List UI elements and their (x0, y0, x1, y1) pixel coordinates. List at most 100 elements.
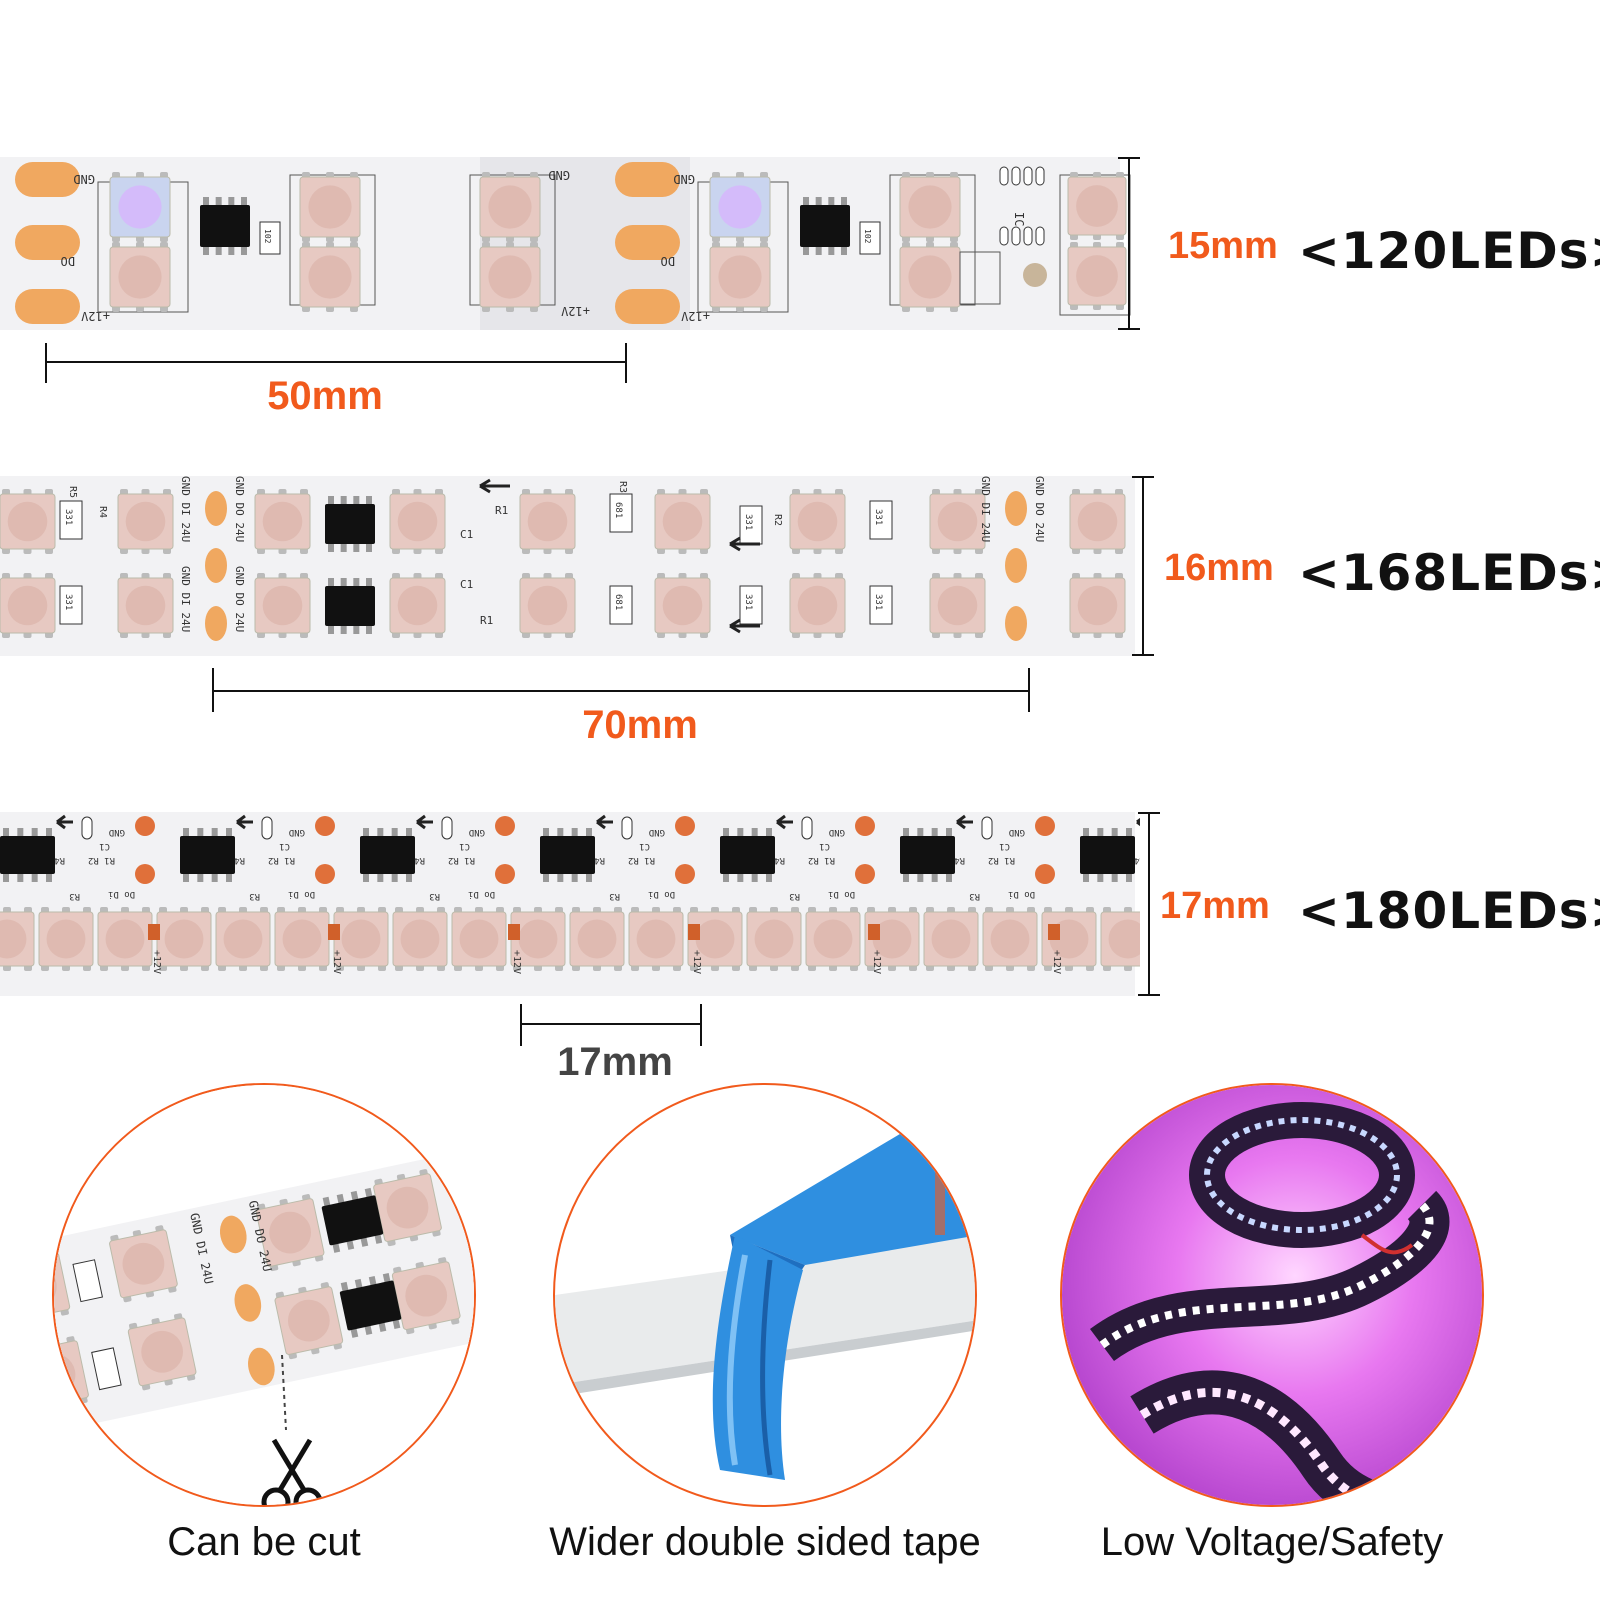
dodi-label: Do Di (468, 889, 495, 899)
do-label: DO (61, 254, 75, 268)
c1-label: C1 (999, 841, 1010, 851)
r3-label: R3 (617, 481, 628, 493)
pitch-bar-3 (520, 1023, 702, 1025)
gnd-label: GND (469, 827, 485, 837)
driver-ic (325, 496, 375, 552)
double-sided-tape-image (555, 1087, 975, 1480)
glowing-strip-photo (1062, 1085, 1482, 1505)
strip-leds (1099, 1202, 1434, 1349)
pitch-bar-2 (212, 690, 1030, 692)
driver-ic (540, 828, 595, 882)
gnd-di-label: GND DI 24U (179, 566, 192, 632)
led-chip (929, 489, 986, 554)
cap-pin (1023, 226, 1033, 246)
arrow-icon (776, 814, 793, 830)
r3-label: R3 (429, 891, 440, 901)
width-bar-1 (1128, 157, 1130, 330)
pitch-tick-3b (700, 1004, 702, 1046)
driver-ic (325, 578, 375, 634)
solder-pad (675, 816, 695, 836)
r3-label: R3 (609, 891, 620, 901)
led-chip (127, 1313, 197, 1391)
led-chip (789, 489, 846, 554)
r4-label: R4 (1134, 855, 1140, 865)
plus12-label: +12V (151, 950, 162, 974)
cap-pin (801, 816, 813, 840)
led-chip (0, 573, 56, 638)
solder-pad (1035, 864, 1055, 884)
gnd-di-label: GND DI 24U (979, 476, 992, 542)
solder-pad (135, 864, 155, 884)
gnd-do-label: GND DO 24U (233, 566, 246, 632)
c1-label: C1 (279, 841, 290, 851)
gnd-label: GND (649, 827, 665, 837)
led-count-1: <120LEDs> (1298, 222, 1600, 280)
solder-pad (205, 491, 227, 526)
led-chip (54, 1248, 71, 1321)
led-chip (255, 1194, 325, 1272)
led-chip (479, 242, 541, 312)
plus12-label: +12V (1051, 950, 1062, 974)
feature-glow-circle (1060, 1083, 1484, 1507)
resistor-label: 102 (863, 229, 872, 244)
dodi-label: Do Di (648, 889, 675, 899)
led-chip (109, 242, 171, 312)
r4-label: R4 (54, 855, 65, 865)
solder-pad (1005, 491, 1027, 526)
led-chip (0, 489, 56, 554)
cap-pin (1035, 166, 1045, 186)
led-chip (156, 907, 212, 971)
gnd-label: GND (673, 172, 695, 186)
gnd-do-label: GND DO 24U (1033, 476, 1046, 542)
led-chip (254, 489, 311, 554)
resistor-label: 331 (873, 509, 883, 525)
r4-label: R4 (97, 506, 108, 518)
cap-pin (441, 816, 453, 840)
led-chip (274, 907, 330, 971)
resistor-label: 331 (743, 514, 753, 530)
solder-blob (1023, 263, 1047, 287)
led-chip (510, 907, 566, 971)
solder-pad (615, 289, 680, 324)
led-chip (709, 172, 771, 242)
wire (1360, 1233, 1414, 1255)
gnd-do-label: GND DO 24U (233, 476, 246, 542)
solder-pad (855, 816, 875, 836)
led-chip (373, 1169, 442, 1247)
led-chip (299, 172, 361, 242)
led-chip (274, 1282, 344, 1360)
pitch-tick-2b (1028, 668, 1030, 712)
led-chip (479, 172, 541, 242)
r4-label: R4 (774, 855, 785, 865)
cap-pin (1011, 166, 1021, 186)
feature-caption-safety: Low Voltage/Safety (1100, 1520, 1444, 1564)
dodi-label: Do Di (288, 889, 315, 899)
resistor (72, 1259, 104, 1303)
led-chip (899, 242, 961, 312)
feature-tape-circle (553, 1083, 977, 1507)
driver-ic (800, 197, 850, 255)
r1r2-label: R1 R2 (628, 855, 655, 865)
ic-label: IC (1012, 212, 1026, 226)
led-chip (929, 573, 986, 638)
r1r2-label: R1 R2 (808, 855, 835, 865)
solder-pad (15, 289, 80, 324)
resistor (259, 221, 281, 255)
led-chip (0, 907, 35, 971)
solder-pad (15, 225, 80, 260)
c1-label: C1 (639, 841, 650, 851)
width-tick-2b (1132, 654, 1154, 656)
arrow-icon (56, 814, 73, 830)
led-chip (982, 907, 1038, 971)
led-chip (117, 489, 174, 554)
led-strip-168: GND DI 24U GND DO 24U GND DI 24U GND DO 24U… (0, 476, 1140, 656)
solder-pad (495, 816, 515, 836)
arrow-icon (956, 814, 973, 830)
r1-label: R1 (495, 504, 508, 517)
resistor-label: 681 (613, 594, 623, 610)
resistor-label: 331 (743, 594, 753, 610)
reel-leds (1204, 1117, 1400, 1233)
driver-ic (339, 1272, 402, 1338)
pitch-tick-2a (212, 668, 214, 712)
gnd-label: GND (289, 827, 305, 837)
